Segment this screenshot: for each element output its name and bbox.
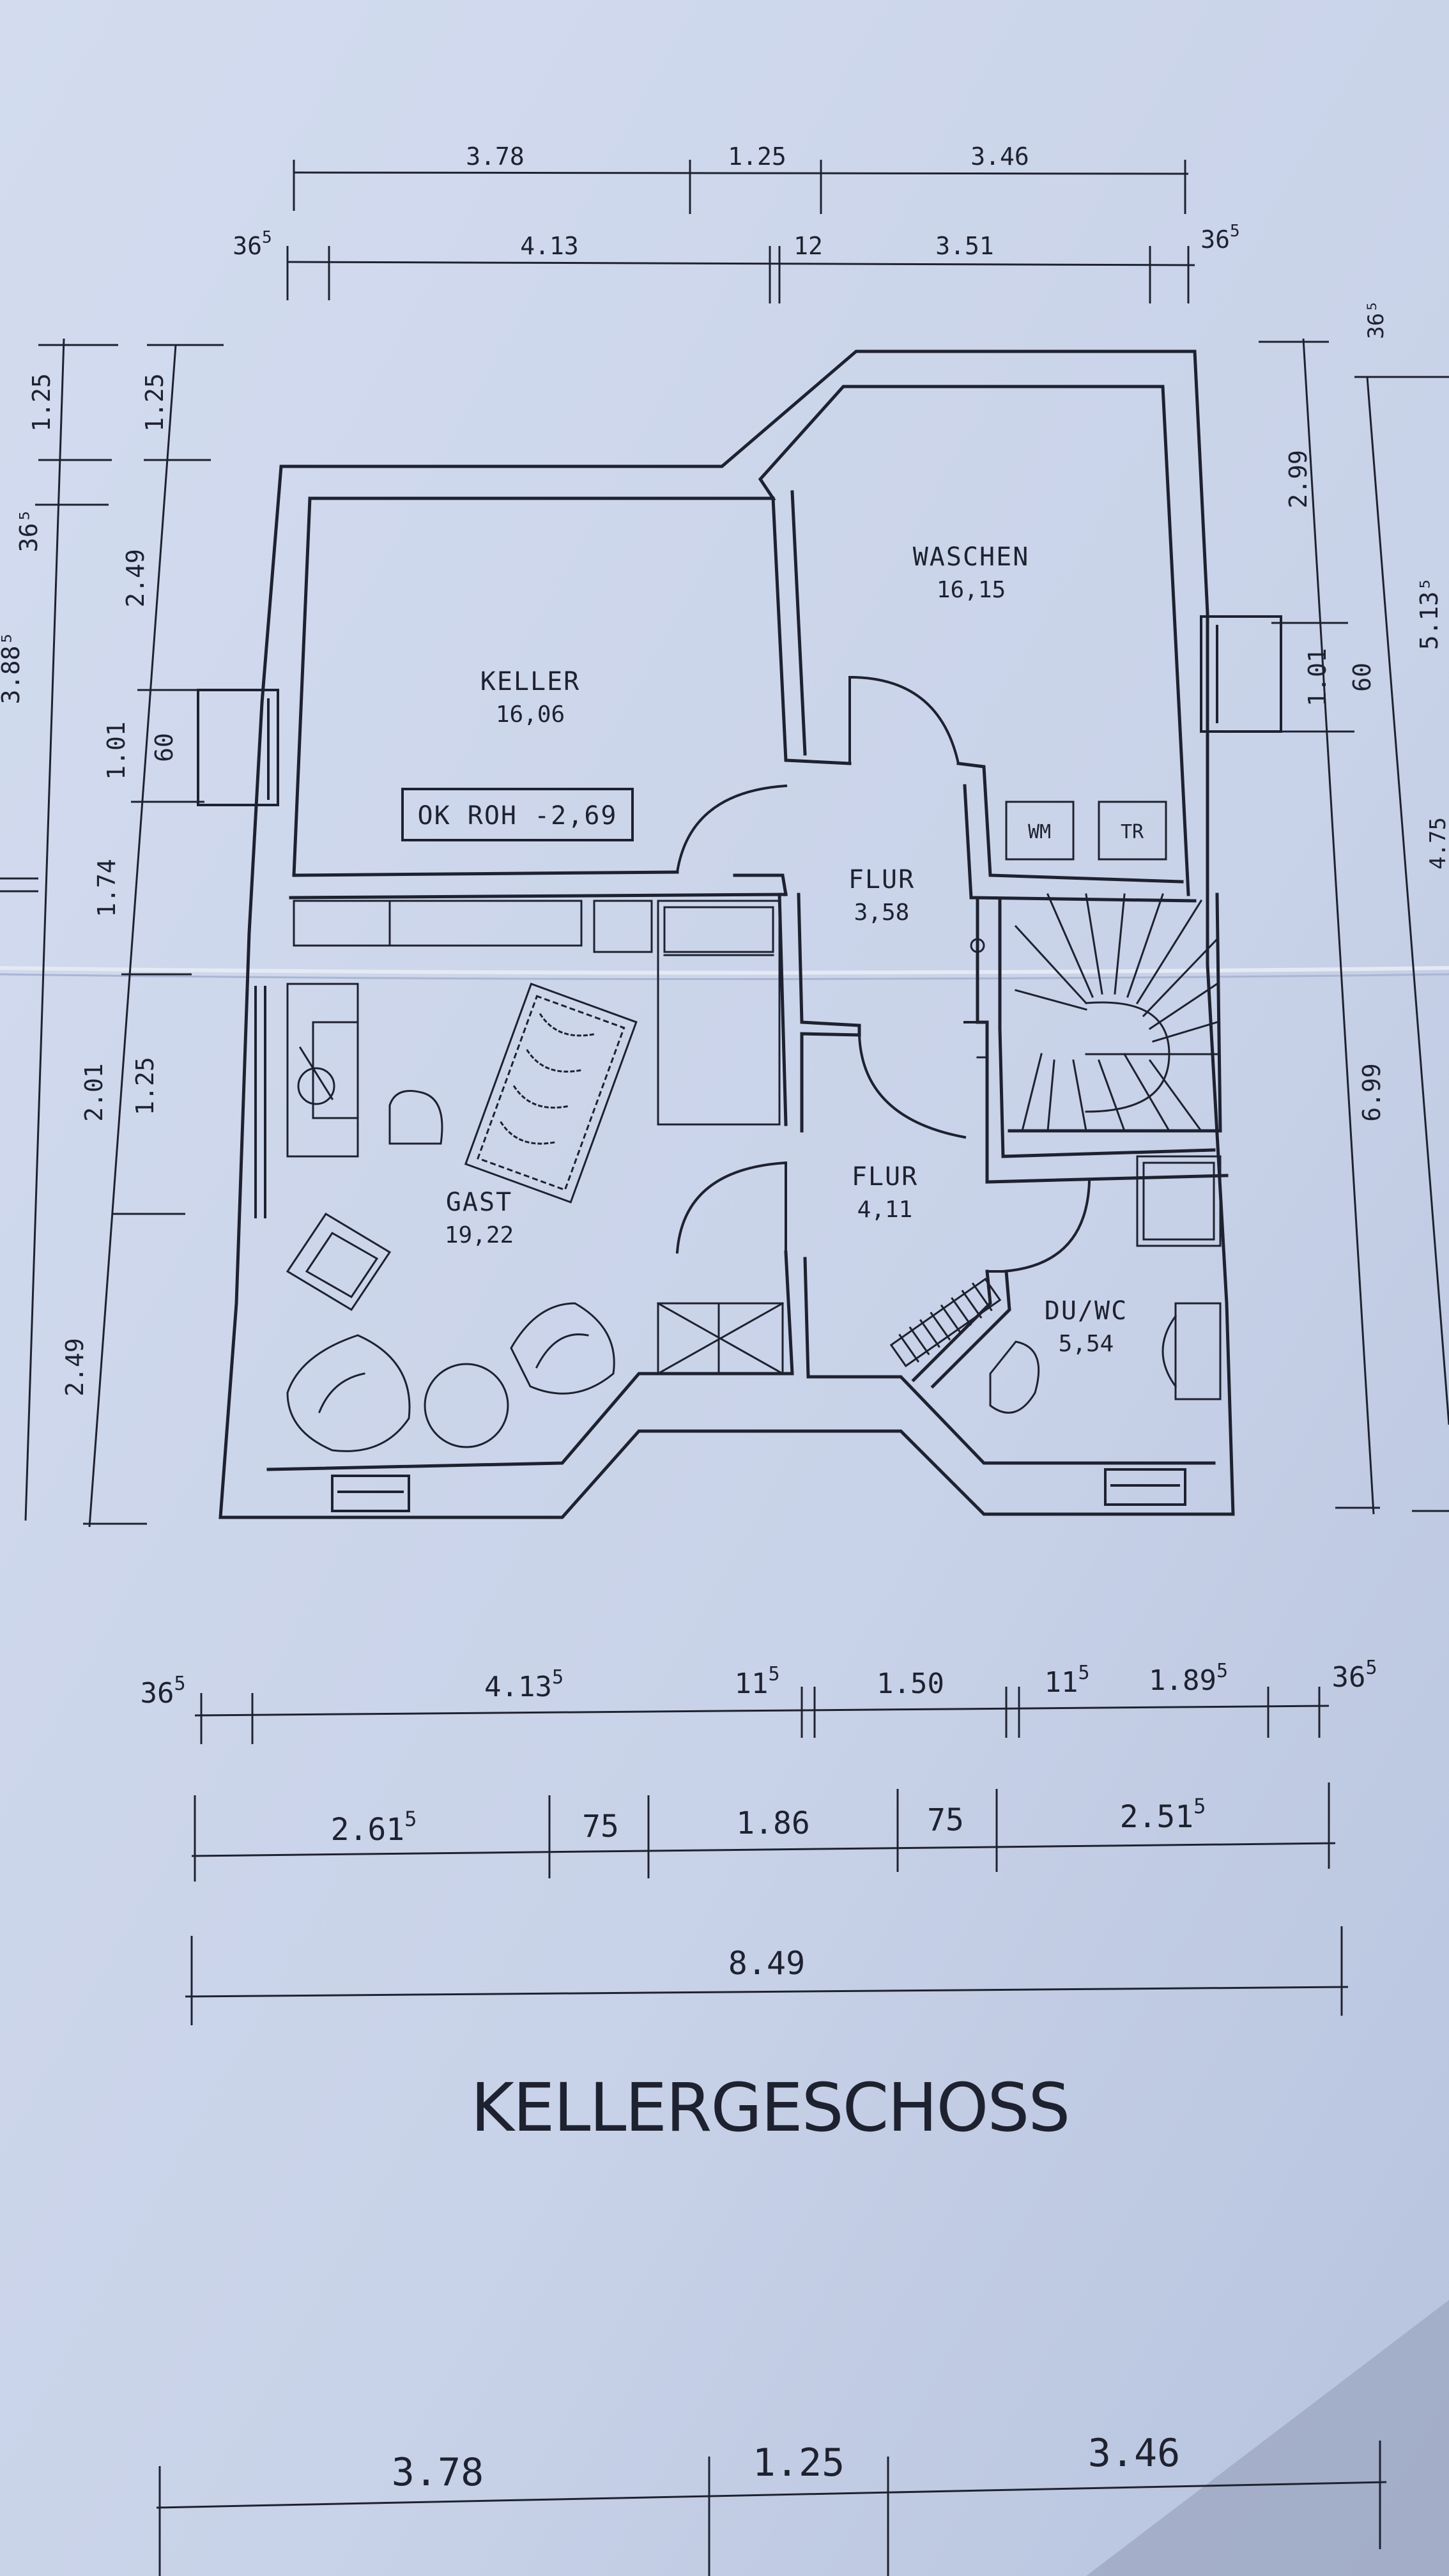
duwc-name: DU/WC [1045,1296,1128,1326]
dim-top2-b: 12 [793,232,823,260]
wm-label: WM [1028,821,1051,843]
flur1-name: FLUR [848,865,915,894]
dim-bot2-4: 2.515 [1120,1794,1206,1835]
duwc-area: 5,54 [1059,1331,1114,1357]
dimension-text: 3.78 1.25 3.46 365 4.13 12 3.51 365 1.25… [0,142,1449,2495]
staircase [970,893,1219,1133]
interior-walls [266,490,1229,1471]
dim-top1-a: 3.78 [466,142,525,171]
dim-bot1-5: 1.895 [1149,1660,1228,1697]
dim-bot-total: 8.49 [728,1945,805,1982]
flur2-name: FLUR [852,1162,918,1192]
dim-bot2-1: 75 [582,1809,619,1844]
dim-right-d: 60 [1348,663,1376,692]
dim-bot2-0: 2.615 [331,1807,417,1848]
gast-area: 19,22 [445,1222,514,1248]
furniture [286,801,1222,1452]
dim-top2-a: 4.13 [520,232,579,260]
drawing-title: KELLERGESCHOSS [471,2069,1070,2147]
dim-footer-a: 3.78 [392,2450,484,2495]
dim-left2-a: 1.25 [141,373,169,432]
dim-bot1-4: 115 [1044,1662,1089,1699]
dim-top2-left: 365 [233,228,272,260]
keller-note: OK ROH -2,69 [418,801,618,831]
dim-right-e: 5.13⁵ [1415,577,1443,650]
flur1-area: 3,58 [854,900,910,926]
dimension-lines [0,160,1449,2576]
dim-left2-e: 1.74 [93,859,121,917]
dim-bot1-2: 115 [734,1663,779,1700]
dim-right-a: 36⁵ [1363,300,1389,339]
room-labels: KELLER 16,06 OK ROH -2,69 WASCHEN 16,15 … [418,542,1144,1357]
dim-bot1-1: 4.135 [484,1666,564,1703]
flur2-area: 4,11 [857,1197,913,1223]
keller-area: 16,06 [496,702,565,728]
dim-top2-right: 365 [1200,222,1239,254]
dim-left2-b: 2.49 [121,549,150,608]
dim-top1-b: 1.25 [728,142,786,171]
dim-right-c: 1.01 [1303,648,1331,707]
shadow-corner [1086,2300,1449,2576]
keller-name: KELLER [480,667,581,696]
waschen-area: 16,15 [937,577,1006,603]
keller-note-box [401,788,634,841]
dim-right-g: 4.75 [1425,817,1449,870]
dim-top1-c: 3.46 [970,142,1029,171]
dim-bot1-3: 1.50 [877,1667,944,1700]
gast-name: GAST [446,1188,512,1217]
dim-left2-f: 2.01 [80,1063,108,1122]
dim-bot1-6: 365 [1331,1657,1377,1694]
dim-footer-b: 1.25 [753,2441,845,2485]
dim-right-b: 2.99 [1284,450,1312,509]
waschen-name: WASCHEN [913,542,1030,572]
dim-left2-c: 1.01 [102,721,130,780]
dim-bot2-2: 1.86 [736,1805,810,1841]
doors [675,675,1091,1273]
paper-fold-shadow [0,973,1449,980]
dim-left1-c: 3.88⁵ [0,631,25,704]
dim-bot1-0: 365 [140,1673,185,1710]
paper-fold [0,966,1449,975]
dim-right-f: 6.99 [1358,1063,1386,1122]
dim-left1-a: 1.25 [27,373,56,432]
dim-left2-d: 60 [150,733,178,762]
dim-left1-b: 36⁵ [15,509,43,553]
dim-left2-h: 2.49 [61,1338,89,1397]
dim-footer-c: 3.46 [1088,2431,1181,2476]
dim-left2-g: 1.25 [131,1057,159,1116]
dim-bot2-3: 75 [927,1802,964,1838]
tr-label: TR [1121,821,1144,843]
windows [197,615,1282,1512]
dim-top2-c: 3.51 [935,232,994,260]
